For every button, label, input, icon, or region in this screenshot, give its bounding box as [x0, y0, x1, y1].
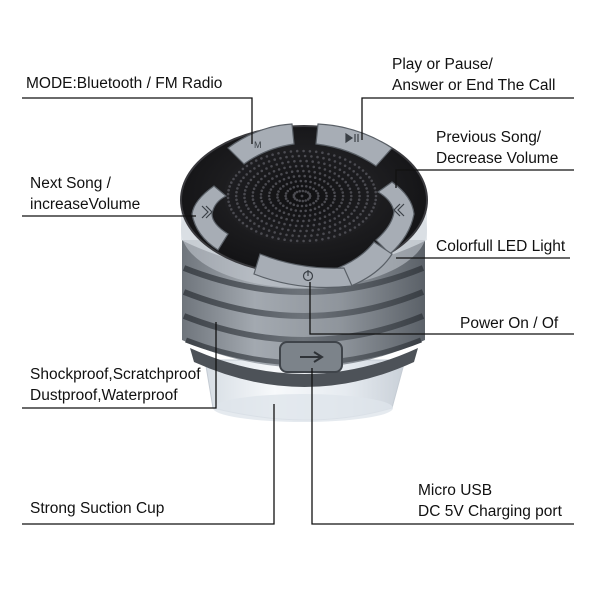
next-song-button[interactable] [191, 185, 229, 251]
callout-led-light-line-1: Colorfull LED Light [436, 238, 566, 255]
callout-micro-usb: Micro USB DC 5V Charging port [418, 480, 562, 522]
speaker-grille [226, 149, 378, 243]
callout-suction-cup-line-1: Strong Suction Cup [30, 500, 165, 517]
callout-shockproof-line-2: Dustproof,Waterproof [30, 387, 178, 404]
play-pause-button[interactable] [315, 123, 393, 167]
callout-play-pause-line-1: Play or Pause/ [392, 56, 493, 73]
next-icon [201, 205, 213, 219]
callout-mode: MODE:Bluetooth / FM Radio [26, 73, 222, 94]
callout-shockproof: Shockproof,Scratchproof Dustproof,Waterp… [30, 364, 201, 406]
callout-previous-song-line-2: Decrease Volume [436, 150, 559, 167]
usb-port-icon [300, 351, 324, 363]
callout-micro-usb-line-1: Micro USB [418, 482, 493, 499]
previous-song-button[interactable] [375, 181, 415, 255]
power-icon [302, 270, 314, 282]
callout-play-pause: Play or Pause/ Answer or End The Call [392, 54, 555, 96]
callout-shockproof-line-1: Shockproof,Scratchproof [30, 366, 201, 383]
callout-next-song: Next Song / increaseVolume [30, 173, 140, 215]
play-pause-icon [345, 132, 359, 144]
callout-play-pause-line-2: Answer or End The Call [392, 77, 556, 94]
callout-previous-song-line-1: Previous Song/ [436, 129, 542, 146]
usb-port-cover[interactable] [279, 341, 343, 373]
previous-icon [393, 203, 405, 217]
callout-power-line-1: Power On / Of [460, 315, 559, 332]
callout-power: Power On / Of [460, 313, 558, 334]
callout-suction-cup: Strong Suction Cup [30, 498, 164, 519]
callout-led-light: Colorfull LED Light [436, 236, 565, 257]
mode-icon: M [254, 140, 262, 150]
callout-micro-usb-line-2: DC 5V Charging port [418, 503, 562, 520]
callout-previous-song: Previous Song/ Decrease Volume [436, 127, 558, 169]
callout-next-song-line-2: increaseVolume [30, 196, 141, 213]
callout-next-song-line-1: Next Song / [30, 175, 111, 192]
callout-mode-line-1: MODE:Bluetooth / FM Radio [26, 75, 223, 92]
